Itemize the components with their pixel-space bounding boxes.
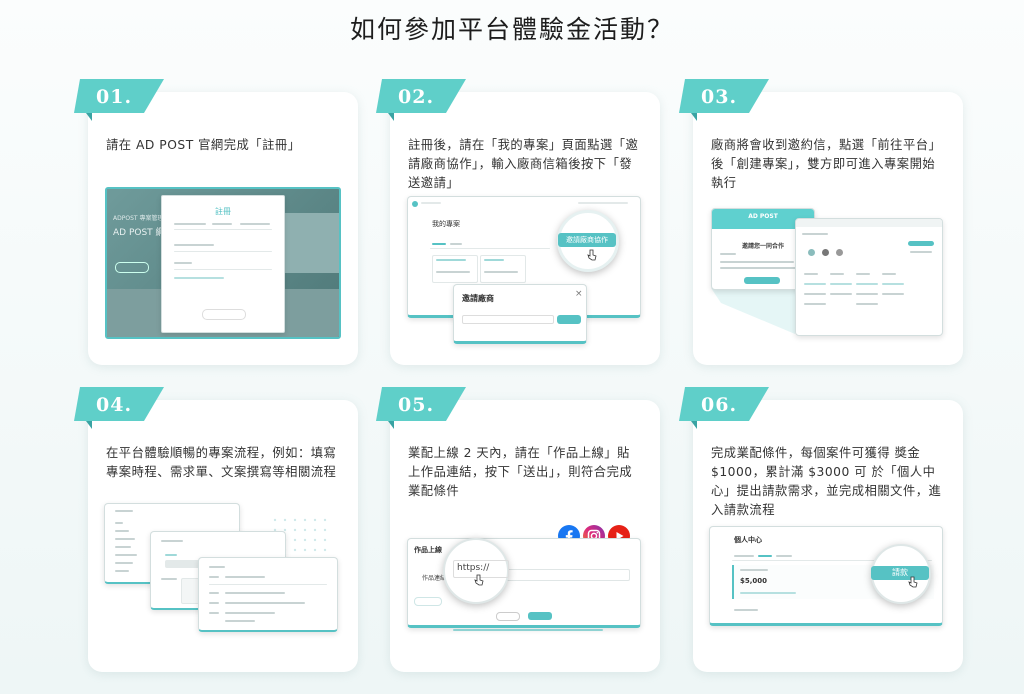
brand-logo: AD POST: [748, 213, 778, 220]
project-screenshot: 我的專案 邀請廠商協作 邀請廠商 ×: [407, 196, 643, 346]
step-description: 請在 AD POST 官網完成「註冊」: [106, 138, 301, 152]
step-card-4: 04. 在平台體驗順暢的專案流程，例如：填寫專案時程、需求單、文案撰寫等相關流程: [74, 387, 358, 672]
send-invite-button[interactable]: [557, 315, 581, 324]
work-link-label: 作品連結: [422, 575, 447, 582]
balance-amount: $5,000: [740, 577, 768, 585]
cursor-hand-icon: [587, 249, 597, 261]
step-badge: 01.: [74, 79, 164, 121]
step-description: 業配上線 2 天內，請在「作品上線」貼上作品連結，按下「送出」，則符合完成業配條…: [408, 446, 633, 498]
submit-button[interactable]: [528, 612, 552, 620]
step-badge: 05.: [376, 387, 466, 429]
cursor-hand-icon: [908, 576, 918, 588]
publish-link-screenshot: 作品上線 作品連結 https://: [407, 524, 647, 640]
step-badge: 02.: [376, 79, 466, 121]
page-title: 如何參加平台體驗金活動？: [349, 15, 674, 44]
step-card-3: 03. 廠商將會收到邀約信，點選「前往平台」後「創建專案」，雙方即可進入專案開始…: [679, 79, 963, 365]
withdraw-button[interactable]: 請款: [871, 566, 929, 580]
step-card-6: 06. 完成業配條件，每個案件可獲得 獎金 $1000，累計滿 $3000 可 …: [679, 387, 963, 672]
register-screenshot: ADPOST 專案管理 AD POST 網 註冊: [105, 187, 341, 339]
workflow-screenshot: [104, 503, 340, 643]
step-badge: 06.: [679, 387, 769, 429]
cursor-hand-icon: [474, 574, 484, 586]
invite-dialog-title: 邀請廠商: [462, 294, 494, 303]
close-icon[interactable]: ×: [575, 289, 583, 299]
url-input-value[interactable]: https://: [457, 563, 490, 573]
step-card-2: 02. 註冊後，請在「我的專案」頁面點選「邀請廠商協作」，輸入廠商信箱後按下「發…: [376, 79, 660, 365]
step-description: 廠商將會收到邀約信，點選「前往平台」後「創建專案」，雙方即可進入專案開始執行: [711, 138, 942, 190]
invite-vendor-button[interactable]: 邀請廠商協作: [558, 233, 616, 247]
my-projects-title: 我的專案: [432, 220, 460, 228]
personal-center-title: 個人中心: [734, 536, 762, 544]
invitation-title: 邀請您一同合作: [741, 243, 784, 250]
invitation-screenshot: AD POST 邀請您一同合作: [711, 208, 947, 338]
step-description: 完成業配條件，每個案件可獲得 獎金 $1000，累計滿 $3000 可 於「個人…: [711, 446, 942, 517]
step-badge: 03.: [679, 79, 769, 121]
personal-center-screenshot: 個人中心 $5,000 請款: [709, 526, 945, 636]
step-description: 在平台體驗順暢的專案流程，例如：填寫專案時程、需求單、文案撰寫等相關流程: [106, 446, 337, 479]
step-card-5: 05. 業配上線 2 天內，請在「作品上線」貼上作品連結，按下「送出」，則符合完…: [376, 387, 660, 672]
step-card-1: 01. 請在 AD POST 官網完成「註冊」 ADPOST 專案管理 AD P…: [74, 79, 358, 365]
step-badge: 04.: [74, 387, 164, 429]
go-to-platform-button[interactable]: [744, 277, 780, 284]
register-dialog-title: 註冊: [215, 207, 231, 216]
step-description: 註冊後，請在「我的專案」頁面點選「邀請廠商協作」，輸入廠商信箱後按下「發送邀請」: [408, 138, 639, 190]
publish-window-title: 作品上線: [414, 546, 442, 554]
